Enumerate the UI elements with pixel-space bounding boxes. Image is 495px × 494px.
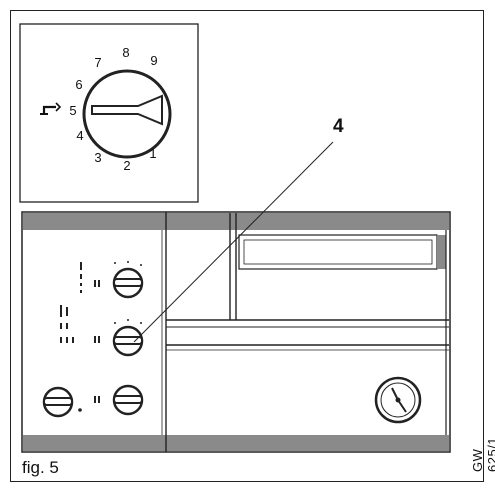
dial-number-7: 7 [94,55,101,70]
dial-pointer [91,94,163,126]
knob-scale-marks [60,261,142,412]
dial-detail-inset [19,23,199,203]
dial-number-4: 4 [76,128,83,143]
knob-upper[interactable] [112,267,144,299]
knob-selector[interactable] [112,325,144,357]
selector-dial: 1 2 345 67 8 9 [69,45,172,173]
display-window [238,234,438,270]
dial-number-9: 9 [150,53,157,68]
figure-code: GW 625/1 [470,436,495,472]
bottom-band [23,435,449,451]
tap-icon [40,102,62,115]
figure-label: fig. 5 [22,458,59,477]
callout-number: 4 [333,116,344,137]
knob-lower-left[interactable] [42,386,74,418]
dial-number-3: 3 [94,150,101,165]
dial-number-2: 2 [123,158,130,173]
dial-number-1: 1 [149,146,156,161]
figure-frame [10,10,484,482]
thermometer-gauge-icon [374,376,422,424]
dial-number-scale: 1 2 345 67 8 9 [69,45,157,173]
knob-lower-right[interactable] [112,384,144,416]
dial-number-6: 6 [75,77,82,92]
dial-number-5: 5 [69,103,76,118]
dial-number-8: 8 [122,45,129,60]
callout-leader-line [133,141,334,343]
